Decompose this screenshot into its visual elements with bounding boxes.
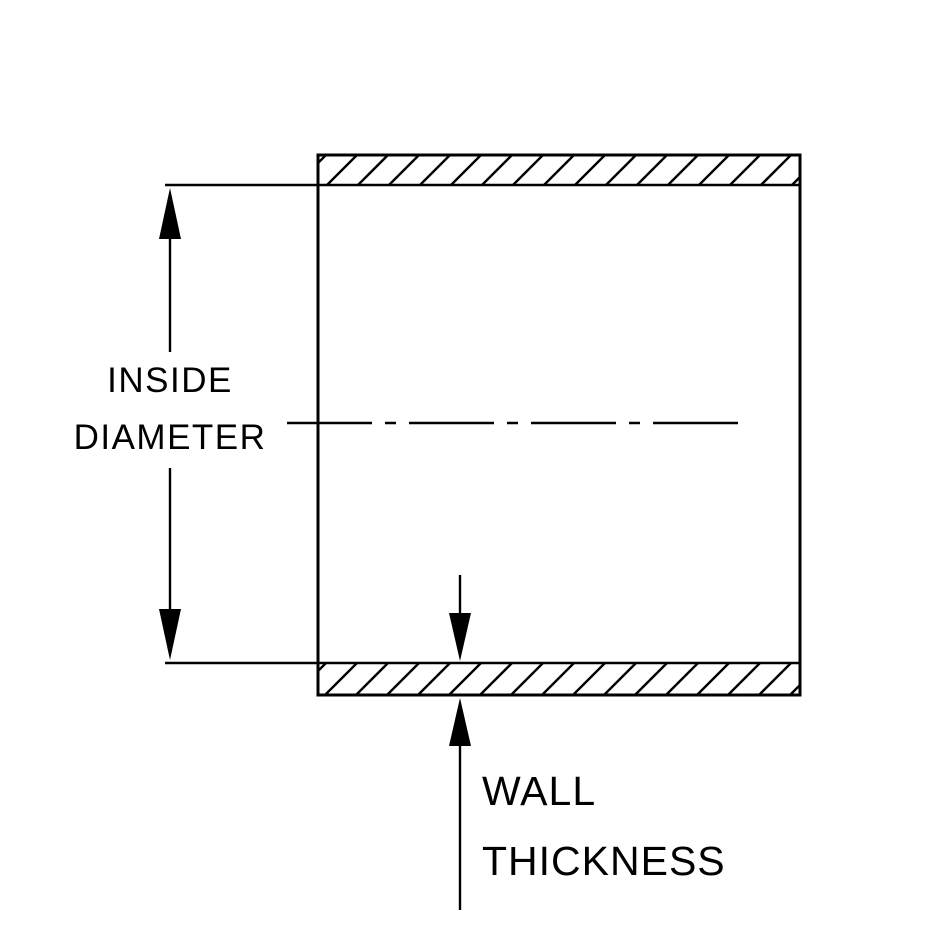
hatch-line xyxy=(696,662,730,696)
hatch-line xyxy=(479,662,513,696)
hatch-line xyxy=(417,662,451,696)
hatch-line xyxy=(317,154,327,164)
dimension-arrow-up-icon xyxy=(159,188,181,239)
hatch-line xyxy=(355,662,389,696)
hatch-line xyxy=(419,154,451,186)
body-outline xyxy=(316,153,802,697)
inside-diameter-label-line1: INSIDE xyxy=(107,361,233,400)
wall-thickness-callout: WALL THICKNESS xyxy=(449,575,726,910)
hatch-line xyxy=(758,662,792,696)
hatch-line xyxy=(326,154,358,186)
hatch-line xyxy=(386,662,420,696)
hatch-line xyxy=(450,154,482,186)
hatch-line xyxy=(789,684,801,696)
hatch-line xyxy=(698,154,730,186)
hatch-line xyxy=(603,662,637,696)
inside-diameter-label-line2: DIAMETER xyxy=(74,418,267,457)
hatch-line xyxy=(727,662,761,696)
hatch-line xyxy=(543,154,575,186)
hatch-line xyxy=(388,154,420,186)
inside-diameter-dimension: INSIDE DIAMETER xyxy=(74,183,318,665)
coupler-body xyxy=(316,153,802,697)
hatch-line xyxy=(324,662,358,696)
bottom-wall-hatch xyxy=(317,662,801,696)
dimension-arrow-down-icon xyxy=(159,609,181,660)
hatch-line xyxy=(481,154,513,186)
callout-arrow-down-icon xyxy=(449,613,471,661)
hatch-line xyxy=(729,154,761,186)
wall-thickness-label-line2: THICKNESS xyxy=(482,838,726,884)
hatch-line xyxy=(317,662,327,672)
wall-thickness-label-line1: WALL xyxy=(482,768,596,814)
hatch-line xyxy=(667,154,699,186)
hatch-line xyxy=(512,154,544,186)
hatch-line xyxy=(357,154,389,186)
hatch-line xyxy=(574,154,606,186)
hatch-line xyxy=(791,176,801,186)
hatch-line xyxy=(448,662,482,696)
hatch-line xyxy=(634,662,668,696)
hatch-line xyxy=(760,154,792,186)
hatch-line xyxy=(510,662,544,696)
hatch-line xyxy=(636,154,668,186)
hatch-line xyxy=(541,662,575,696)
hatch-line xyxy=(572,662,606,696)
callout-arrow-up-icon xyxy=(449,698,471,746)
top-wall-hatch xyxy=(317,154,801,186)
hatch-line xyxy=(605,154,637,186)
hatch-line xyxy=(665,662,699,696)
